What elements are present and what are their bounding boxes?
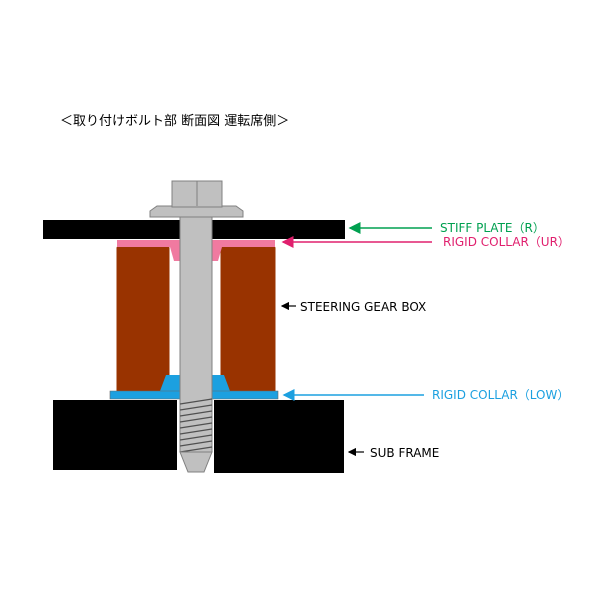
steering-gear-box-right	[219, 245, 277, 394]
bolt-shank	[179, 215, 213, 453]
bolt-flange	[149, 205, 244, 218]
bolt-threads	[179, 398, 213, 453]
sub-frame-right	[214, 400, 344, 473]
steering-gear-box-left	[115, 245, 171, 394]
rigid-collar-low-right-flange	[212, 375, 230, 391]
rigid-collar-low-left-flange	[160, 375, 180, 391]
rigid-collar-upper-left-tab	[170, 247, 180, 261]
diagram-title: ＜取り付けボルト部 断面図 運転席側＞	[60, 113, 289, 129]
sub-frame-left	[53, 400, 177, 470]
rigid-collar-low-label: RIGID COLLAR（LOW）	[432, 388, 569, 402]
stiff-plate-label: STIFF PLATE（R）	[440, 221, 545, 235]
sub-frame-label: SUB FRAME	[370, 446, 439, 460]
steering-gear-box-label: STEERING GEAR BOX	[300, 300, 426, 314]
rigid-collar-upper-label: RIGID COLLAR（UR）	[443, 235, 570, 249]
rigid-collar-upper-right-tab	[212, 247, 222, 261]
bolt-tip	[179, 451, 213, 473]
